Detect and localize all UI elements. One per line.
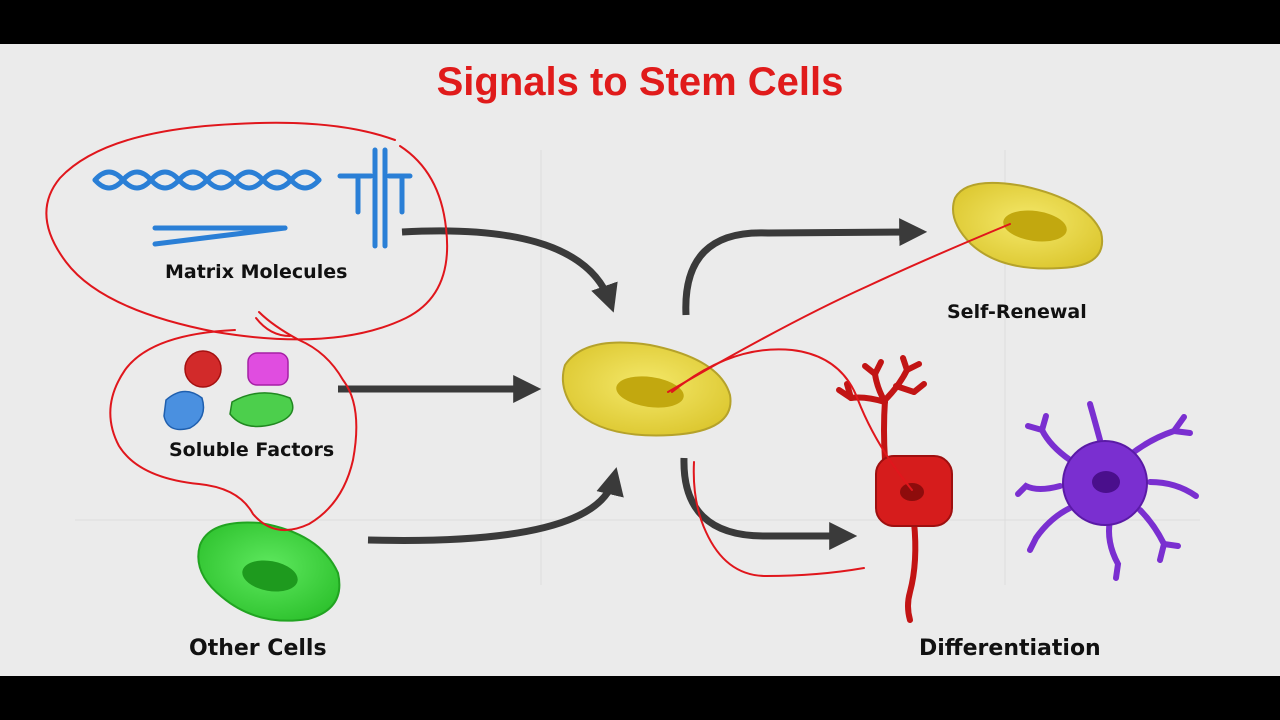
letterbox-bottom [0,676,1280,720]
annotation-connector [255,317,291,337]
arrow-stem-to-differentiation [680,457,858,550]
letterbox-top [0,0,1280,44]
matrix-molecules-icon [92,147,413,249]
self-renewal-cell-icon [952,181,1104,270]
stem-cell-icon [561,341,732,437]
label-matrix-molecules: Matrix Molecules [165,261,348,283]
annotation-circle-soluble [109,311,358,531]
arrow-matrix-to-stem [401,227,618,313]
page-title: Signals to Stem Cells [436,60,844,104]
neuron-icon [836,355,953,623]
arrows [338,218,928,550]
annotation-line-to-selfrenewal [667,223,1011,393]
soluble-factors-icon [163,350,294,431]
label-soluble-factors: Soluble Factors [169,439,335,461]
annotation-line-lower [692,461,865,578]
label-other-cells: Other Cells [189,636,327,661]
other-cell-icon [197,521,341,622]
glia-icon [1015,401,1199,581]
annotation-line-to-neuron [671,348,913,491]
annotation-circle-matrix [45,121,449,341]
label-differentiation: Differentiation [919,636,1101,661]
annotation-ink [45,121,1011,578]
arrow-other-to-stem [367,467,624,544]
arrow-stem-to-selfrenewal [682,218,928,316]
label-self-renewal: Self-Renewal [947,301,1087,323]
